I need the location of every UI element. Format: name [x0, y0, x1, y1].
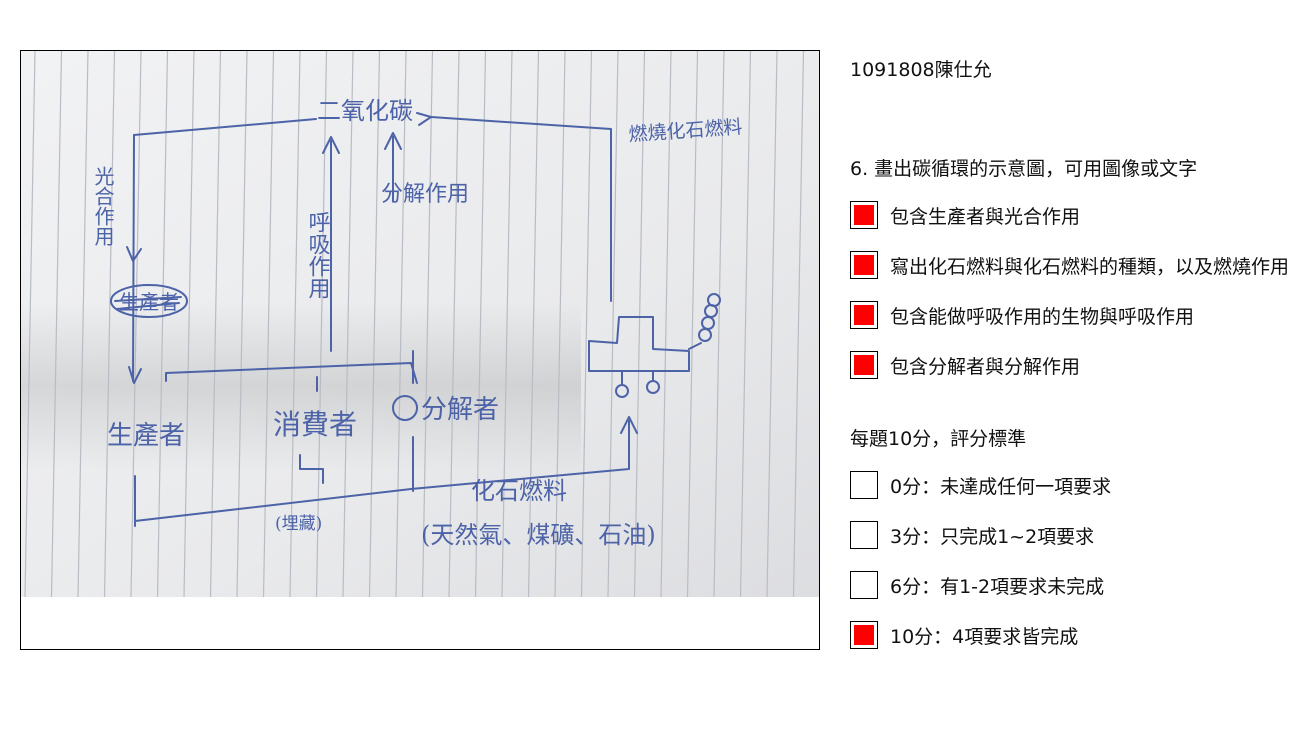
- ruled-line: [686, 51, 699, 598]
- score-option-row: 6分：有1-2項要求未完成: [850, 570, 1104, 600]
- ruled-line: [342, 51, 354, 598]
- criterion-checkbox[interactable]: [850, 351, 878, 379]
- ruled-line: [77, 51, 89, 598]
- ruled-line: [501, 51, 513, 598]
- question-title: 6. 畫出碳循環的示意圖，可用圖像或文字: [850, 158, 1198, 180]
- criterion-label: 寫出化石燃料與化石燃料的種類，以及燃燒作用: [890, 255, 1290, 278]
- checkbox-fill: [854, 305, 874, 325]
- score-checkbox[interactable]: [850, 571, 878, 599]
- ruled-line: [50, 51, 63, 598]
- criterion-label: 包含能做呼吸作用的生物與呼吸作用: [890, 305, 1195, 328]
- ruled-line: [739, 51, 752, 598]
- criterion-row: 包含生產者與光合作用: [850, 200, 1080, 230]
- fossil-fuel-label: 化石燃料: [471, 477, 567, 505]
- criterion-label: 包含分解者與分解作用: [890, 355, 1081, 378]
- ruled-line: [368, 51, 381, 598]
- criterion-checkbox[interactable]: [850, 301, 878, 329]
- ruled-line: [421, 51, 434, 598]
- checkbox-fill: [854, 625, 874, 645]
- ruled-line: [236, 51, 248, 598]
- co2-label: 二氧化碳: [317, 97, 413, 125]
- buried-label: (埋藏): [275, 514, 322, 534]
- criterion-checkbox[interactable]: [850, 251, 878, 279]
- scoring-title: 每題10分，評分標準: [850, 428, 1027, 450]
- score-option-label: 10分：4項要求皆完成: [890, 625, 1079, 648]
- decomposition-label: 分解作用: [381, 182, 469, 207]
- student-id-name: 1091808陳仕允: [850, 59, 992, 81]
- ruled-line: [289, 51, 301, 598]
- score-checkbox[interactable]: [850, 471, 878, 499]
- ruled-line: [766, 51, 778, 598]
- score-option-label: 0分：未達成任何一項要求: [890, 475, 1112, 498]
- answer-photo: 二氧化碳 燃燒化石燃料 光合作用 呼吸作用 分解作用 生產者 生產者 消費者 分…: [20, 50, 820, 650]
- ruled-line: [395, 51, 407, 598]
- ruled-line: [315, 51, 328, 598]
- ruled-line: [130, 51, 142, 598]
- ruled-line: [554, 51, 566, 598]
- ruled-line: [633, 51, 646, 598]
- score-option-row: 3分：只完成1~2項要求: [850, 520, 1094, 550]
- ruled-line: [474, 51, 487, 598]
- criterion-label: 包含生產者與光合作用: [890, 205, 1081, 228]
- ruled-lines: [24, 51, 805, 598]
- score-option-row: 10分：4項要求皆完成: [850, 620, 1078, 650]
- score-option-label: 6分：有1-2項要求未完成: [890, 575, 1105, 598]
- handwritten-diagram: 二氧化碳 燃燒化石燃料 光合作用 呼吸作用 分解作用 生產者 生產者 消費者 分…: [21, 51, 819, 598]
- criterion-checkbox[interactable]: [850, 201, 878, 229]
- photosynthesis-label: 光合作用: [91, 166, 115, 246]
- ruled-line: [580, 51, 593, 598]
- respiration-label: 呼吸作用: [305, 211, 331, 299]
- ruled-line: [448, 51, 460, 598]
- fuel-types-label: (天然氣、煤礦、石油): [421, 521, 656, 549]
- checkbox-fill: [854, 255, 874, 275]
- consumer-label: 消費者: [273, 408, 357, 441]
- ruled-line: [660, 51, 672, 598]
- crossed-producer-label: 生產者: [119, 290, 179, 314]
- score-option-row: 0分：未達成任何一項要求: [850, 470, 1111, 500]
- ruled-line: [527, 51, 540, 598]
- hand-shadow: [21, 301, 581, 471]
- ruled-line: [792, 51, 805, 598]
- criterion-row: 包含分解者與分解作用: [850, 350, 1080, 380]
- ruled-line: [24, 51, 36, 598]
- ruled-line: [103, 51, 116, 598]
- ruled-line: [713, 51, 725, 598]
- score-checkbox[interactable]: [850, 521, 878, 549]
- score-checkbox[interactable]: [850, 621, 878, 649]
- checkbox-fill: [854, 205, 874, 225]
- checkbox-fill: [854, 355, 874, 375]
- criterion-row: 包含能做呼吸作用的生物與呼吸作用: [850, 300, 1194, 330]
- criterion-row: 寫出化石燃料與化石燃料的種類，以及燃燒作用: [850, 250, 1289, 280]
- ruled-line: [607, 51, 619, 598]
- decomposer-label: 分解者: [421, 395, 499, 425]
- ruled-line: [209, 51, 222, 598]
- ruled-line: [156, 51, 169, 598]
- ruled-line: [183, 51, 195, 598]
- score-option-label: 3分：只完成1~2項要求: [890, 525, 1095, 548]
- producer-label: 生產者: [107, 421, 185, 451]
